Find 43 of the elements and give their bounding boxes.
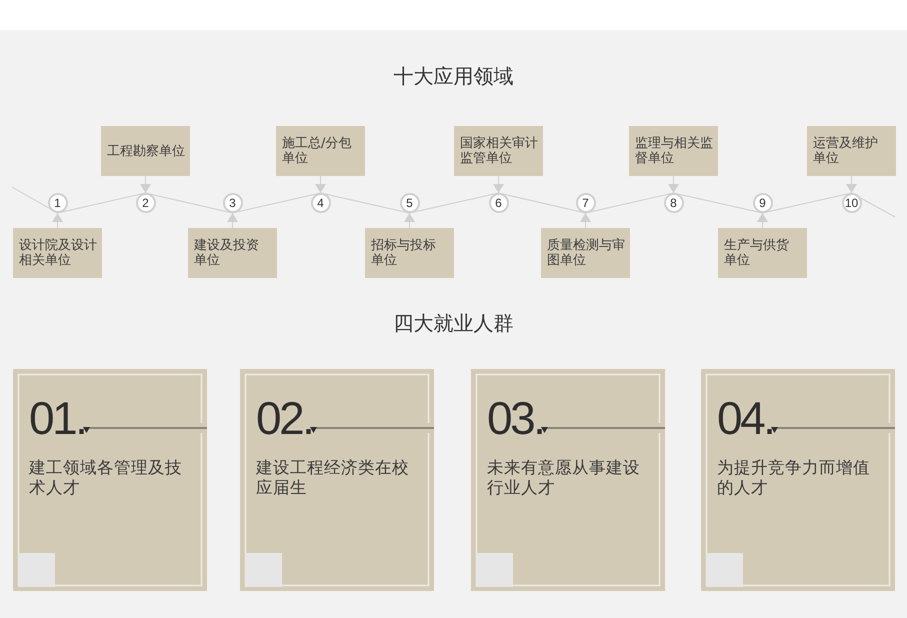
step-number: 02. [256,394,312,442]
category-box: 质量检测与审图单位 [541,228,630,278]
timeline-line [409,192,499,214]
card-text: 建工领域各管理及技术人才 [29,458,182,498]
pointer-arrow [404,212,415,228]
timeline-line [232,192,321,214]
category-box: 工程勘察单位 [101,126,190,176]
step-number: 04. [717,394,774,442]
pointer-arrow [493,176,504,194]
step-number: 01. [29,394,86,442]
card [471,369,665,591]
pointer-arrow [668,176,679,194]
card [13,369,207,591]
pointer-arrow [757,212,768,228]
card-text: 未来有意愿从事建设行业人才 [487,458,640,498]
card [240,369,434,591]
category-box: 运营及维护单位 [807,126,896,176]
card-text: 为提升竞争力而增值的人才 [717,458,870,498]
timeline-line [498,192,586,214]
pointer-arrow [846,176,857,194]
category-box: 招标与投标单位 [365,228,454,278]
card [701,369,895,591]
category-box: 国家相关审计监管单位 [454,126,543,176]
pointer-arrow [140,176,151,194]
section-heading: 十大应用领域 [394,64,514,88]
section-heading: 四大就业人群 [394,311,514,335]
step-number: 03. [487,394,544,442]
timeline-line [762,192,852,214]
category-box: 监理与相关监督单位 [629,126,718,176]
category-box: 生产与供货单位 [718,228,807,278]
pointer-arrow [580,212,591,228]
pointer-arrow [52,212,63,228]
timeline-line [673,192,763,214]
timeline-line [320,192,410,214]
pointer-arrow [227,212,238,228]
timeline-line [57,192,146,214]
pointer-arrow [315,176,326,194]
card-text: 建设工程经济类在校应届生 [256,458,409,498]
category-box: 建设及投资单位 [188,228,277,278]
category-box: 设计院及设计相关单位 [13,228,102,278]
timeline-line [145,192,233,214]
timeline-line [585,192,674,214]
category-box: 施工总/分包单位 [276,126,365,176]
